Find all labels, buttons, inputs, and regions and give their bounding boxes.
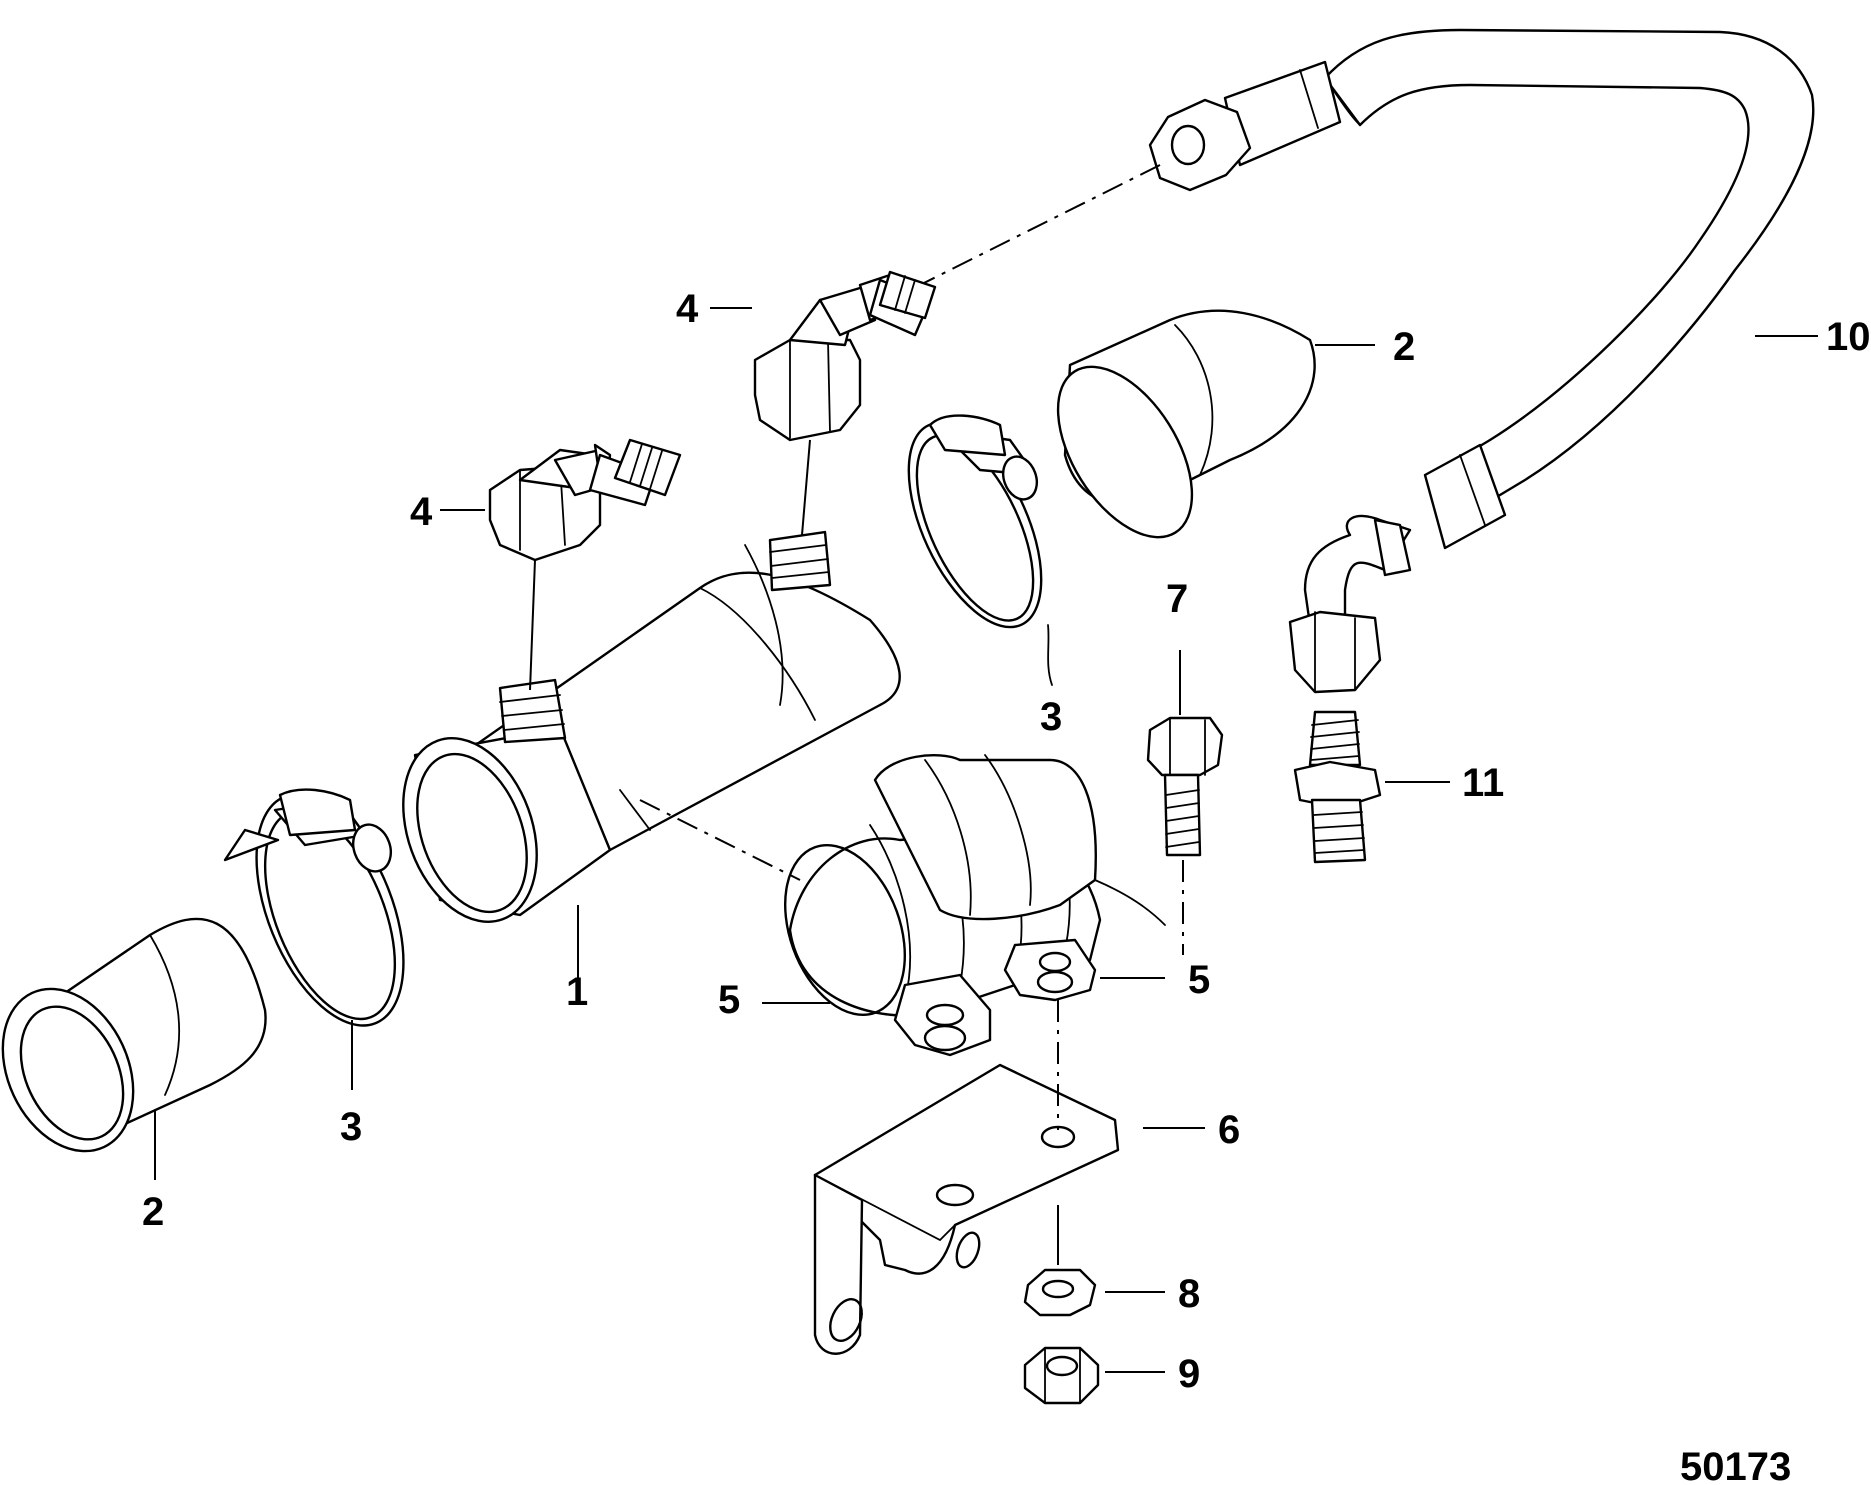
callout-3-left: 3	[340, 1105, 362, 1149]
hose-body	[1323, 28, 1815, 515]
callout-6: 6	[1218, 1108, 1240, 1152]
elbow-fitting-top	[710, 270, 937, 536]
hose-sleeve-left	[1, 917, 267, 1180]
hose-ferrule-bottom	[1423, 443, 1507, 550]
callout-9: 9	[1178, 1352, 1200, 1396]
callout-10: 10	[1826, 315, 1871, 359]
elbow-fitting-left	[440, 438, 682, 691]
drawing-number: 50173	[1680, 1445, 1791, 1485]
callout-8: 8	[1178, 1272, 1200, 1316]
callout-5-right: 5	[1188, 958, 1210, 1002]
hose-sleeve-right	[1056, 309, 1316, 539]
cooler-tube	[402, 530, 901, 985]
washer	[1023, 1205, 1165, 1317]
callout-5-left: 5	[718, 978, 740, 1022]
hose-assembly	[1148, 28, 1818, 694]
nut	[1023, 1346, 1165, 1405]
callout-1: 1	[566, 970, 588, 1014]
callout-2-right: 2	[1393, 325, 1415, 369]
connector-fitting	[1293, 710, 1450, 864]
callout-2-left: 2	[142, 1190, 164, 1234]
mounting-strap-rear	[873, 754, 1166, 1002]
callout-11: 11	[1462, 761, 1504, 805]
hose-nut-top	[1148, 98, 1252, 192]
callout-4-left: 4	[410, 490, 433, 534]
hose-swivel-nut	[1288, 610, 1382, 694]
callout-7: 7	[1166, 577, 1188, 621]
callout-3-right: 3	[1040, 695, 1062, 739]
bracket	[813, 1000, 1205, 1355]
callout-4-top: 4	[676, 287, 699, 331]
bolt	[1146, 650, 1224, 955]
hose-clamp-left	[223, 788, 405, 1090]
hose-clamp-right	[907, 414, 1053, 686]
